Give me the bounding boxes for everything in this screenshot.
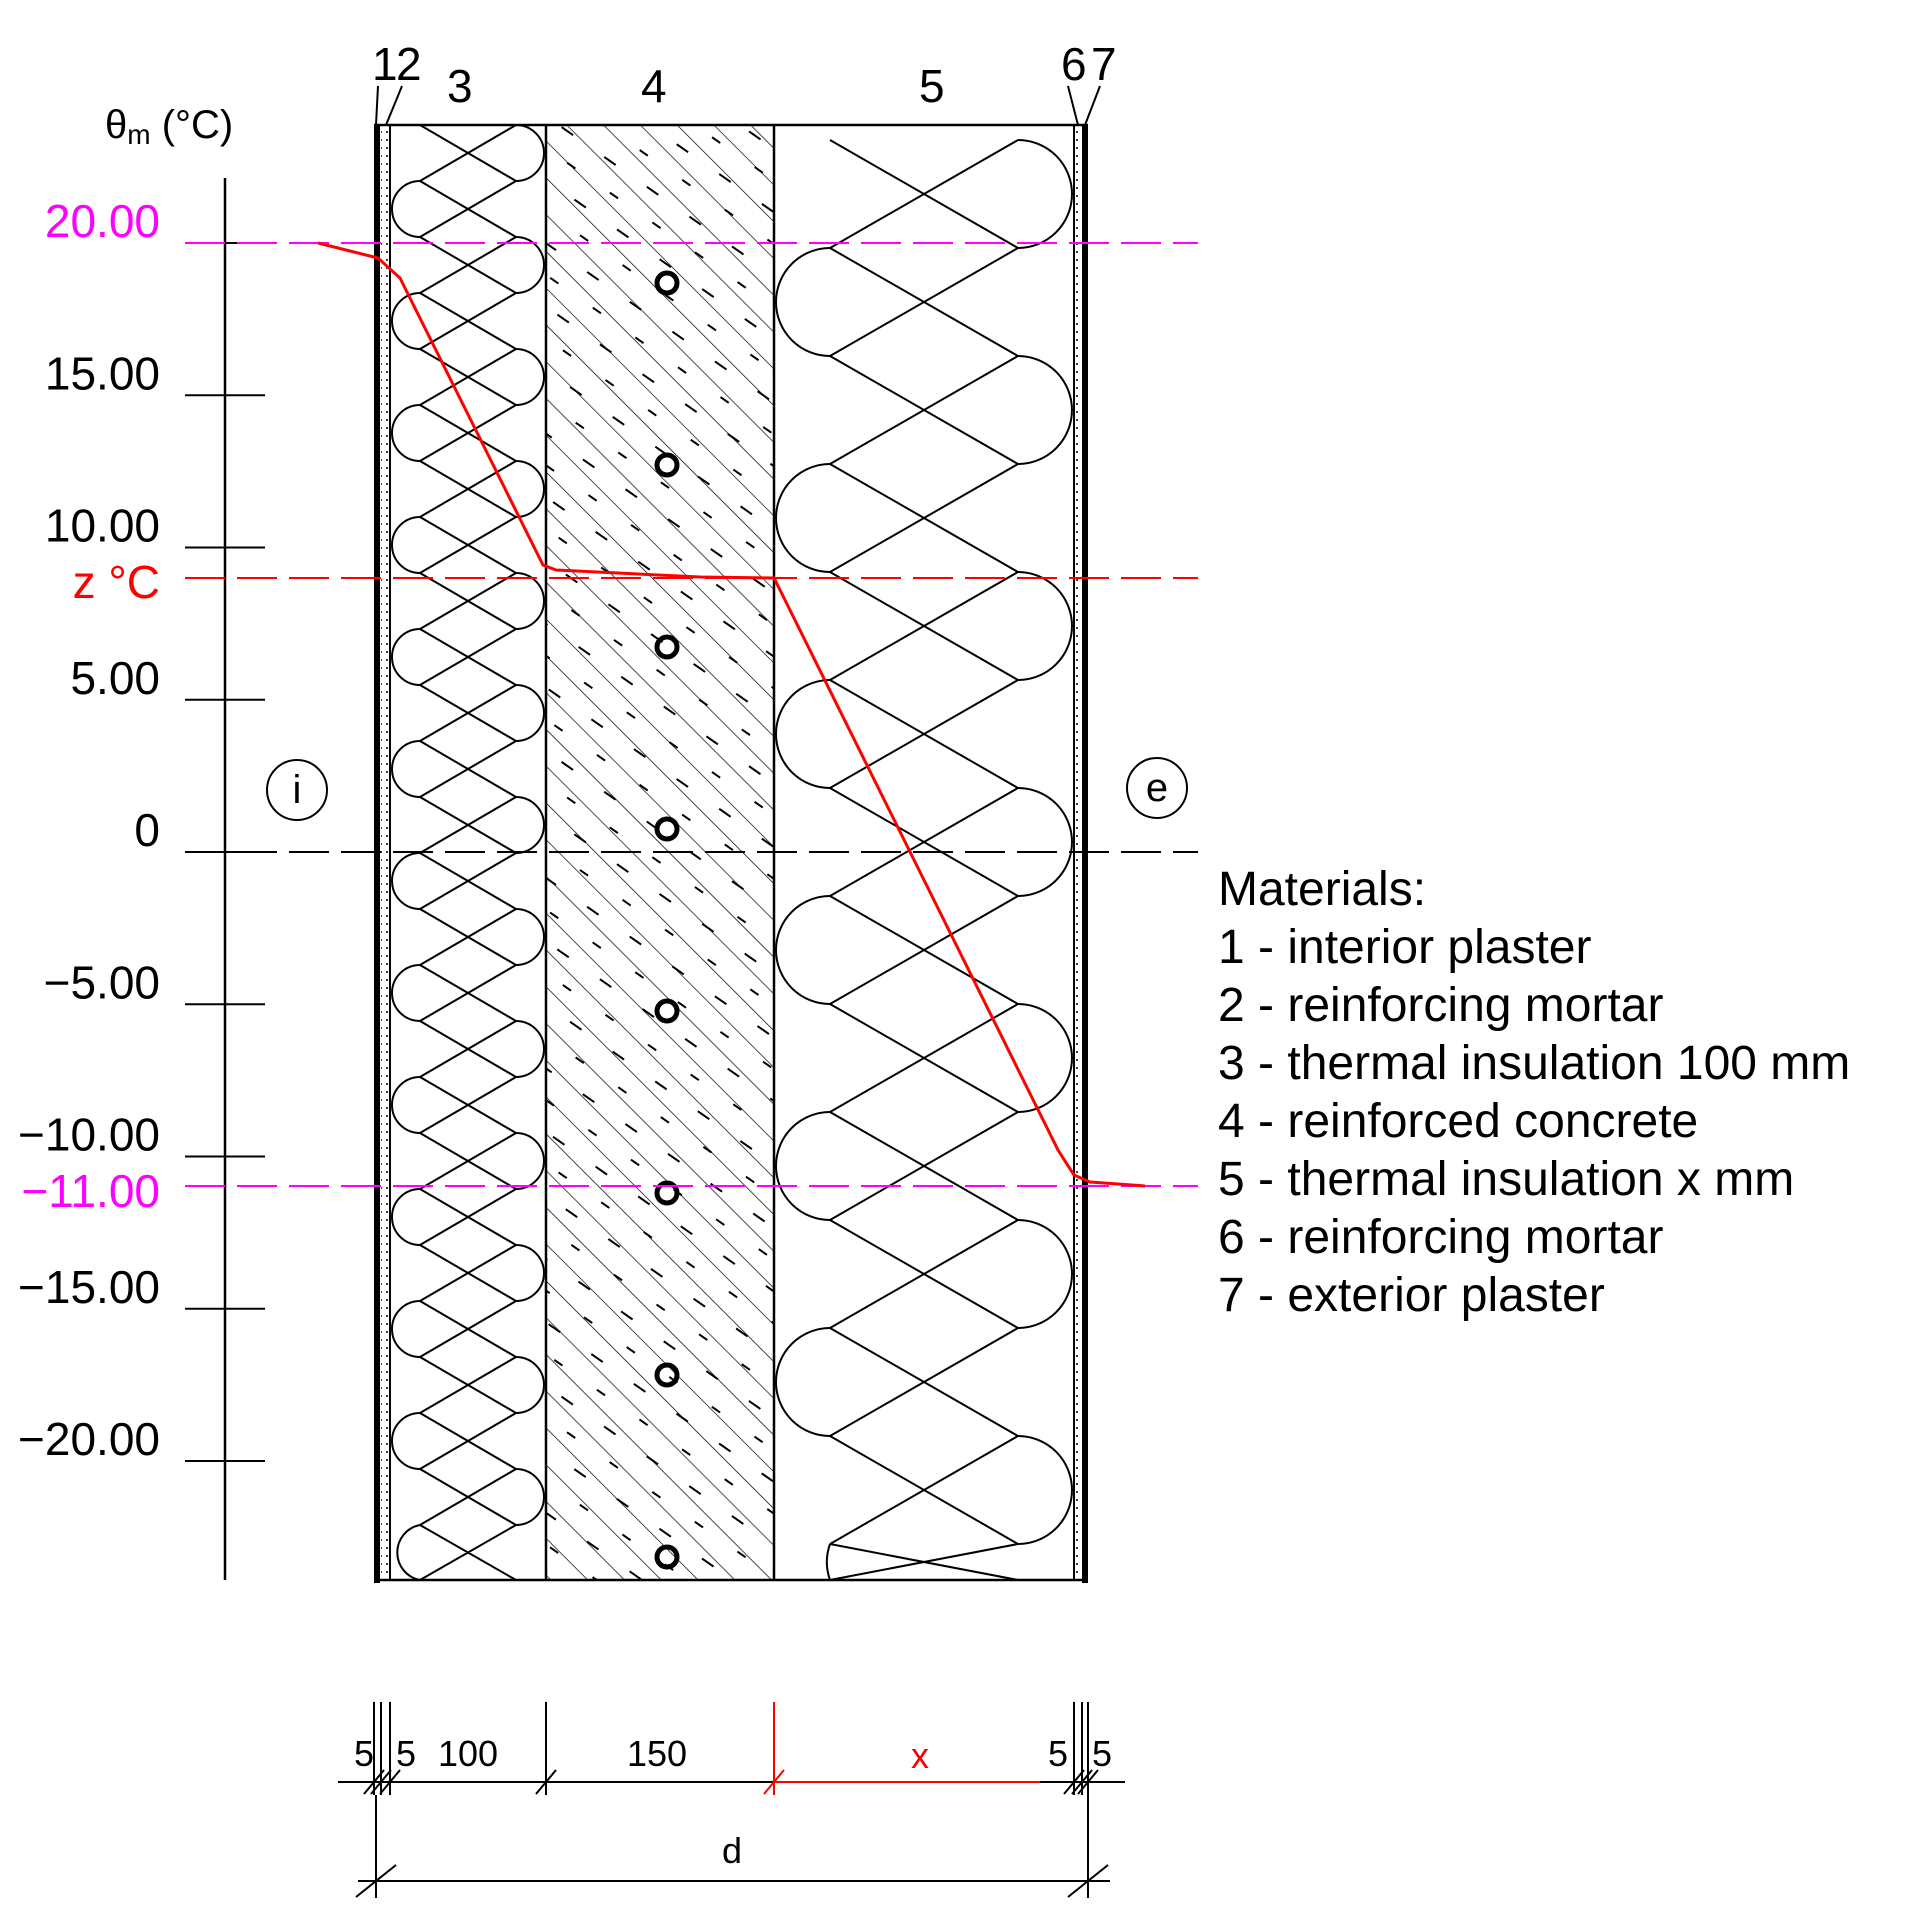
insulation-diagonals [829, 139, 1019, 1581]
rebar [654, 998, 680, 1024]
dim-tick [1071, 1769, 1093, 1795]
material-item: 2 - reinforcing mortar [1218, 979, 1663, 1032]
material-item: 3 - thermal insulation 100 mm [1218, 1037, 1850, 1090]
dim-label-layer-3: 100 [438, 1733, 498, 1774]
layer-5-insulation [775, 139, 1073, 1581]
rebar [654, 1180, 680, 1206]
material-item: 5 - thermal insulation x mm [1218, 1153, 1794, 1206]
layer-number-5: 5 [919, 60, 945, 112]
dim-label-layer-4: 150 [627, 1733, 687, 1774]
dim-label-layer-1: 5 [354, 1733, 374, 1774]
dim-label-layer-6: 5 [1048, 1733, 1068, 1774]
materials-legend: Materials: 1 - interior plaster 2 - rein… [1218, 863, 1850, 1322]
rebar [654, 270, 680, 296]
y-axis-tick-label: 15.00 [45, 347, 160, 399]
dim-tick [355, 1864, 397, 1898]
dim-label-layer-5: x [911, 1735, 929, 1776]
y-axis-ticks: 20.00 15.00 10.00 5.00 0 −5.00 −10.00 −15.00 −20… [18, 195, 265, 1465]
dim-tick [379, 1769, 401, 1795]
dim-tick [1063, 1769, 1085, 1795]
y-axis-tick-label: −10.00 [18, 1109, 160, 1161]
y-axis-tick-label: 5.00 [70, 652, 160, 704]
layer-1-interior-plaster [374, 125, 380, 1583]
dim-tick [370, 1769, 392, 1795]
interior-side-label: i [293, 768, 302, 812]
dim-label-total: d [722, 1830, 742, 1871]
temperature-profile-line [317, 241, 1146, 1188]
y-axis-label: θm (°C) [105, 103, 233, 150]
dim-tick [1067, 1864, 1109, 1898]
layer-3-insulation [391, 124, 545, 1581]
material-item: 6 - reinforcing mortar [1218, 1211, 1663, 1264]
rebar [654, 452, 680, 478]
dim-label-layer-2: 5 [396, 1733, 416, 1774]
y-axis-extra-label: z °C [73, 556, 160, 608]
dim-tick [535, 1769, 557, 1795]
leader-1 [375, 85, 379, 126]
layer-number-2: 2 [396, 38, 422, 90]
y-axis-tick-label: 20.00 [45, 195, 160, 247]
insulation-lobes [391, 124, 545, 1581]
y-axis-tick-label: −20.00 [18, 1413, 160, 1465]
dim-label-layer-7: 5 [1092, 1733, 1112, 1774]
layer-7-exterior-plaster [1082, 125, 1088, 1583]
exterior-side-circle [1126, 757, 1188, 819]
y-axis-subscript: m [127, 119, 150, 150]
layer-number-7: 7 [1091, 38, 1117, 90]
y-axis-tick-label: −5.00 [44, 956, 160, 1008]
layer-number-3: 3 [447, 60, 473, 112]
dim-tick [363, 1769, 385, 1795]
y-axis-symbol: θ [105, 103, 127, 147]
rebar [654, 816, 680, 842]
y-axis-tick-label: 10.00 [45, 500, 160, 552]
layer-number-1: 1 [372, 38, 398, 90]
layer-number-4: 4 [641, 60, 667, 112]
interior-side-circle [266, 759, 328, 821]
y-axis-unit: (°C) [151, 103, 234, 147]
rebar-group [654, 270, 680, 1570]
rebar [654, 1544, 680, 1570]
dimension-chain: 5 5 100 150 x 5 5 d [338, 1702, 1125, 1898]
materials-title: Materials: [1218, 863, 1426, 916]
rebar [654, 634, 680, 660]
material-item: 1 - interior plaster [1218, 921, 1591, 974]
y-axis-tick-label: 0 [134, 804, 160, 856]
y-axis-tick-label: −15.00 [18, 1261, 160, 1313]
material-item: 7 - exterior plaster [1218, 1269, 1605, 1322]
rebar [654, 1362, 680, 1388]
leader-2 [385, 85, 403, 126]
leader-7 [1084, 85, 1101, 126]
insulation-diagonals [419, 124, 517, 1581]
layer-2-reinforcing-mortar [381, 125, 390, 1580]
exterior-side-label: e [1146, 766, 1168, 810]
material-item: 4 - reinforced concrete [1218, 1095, 1698, 1148]
leader-6 [1067, 85, 1079, 126]
y-axis-extra-label: −11.00 [21, 1165, 160, 1217]
dim-tick [763, 1769, 785, 1795]
insulation-lobes [775, 139, 1073, 1581]
layer-number-6: 6 [1061, 38, 1087, 90]
dim-tick [1077, 1769, 1099, 1795]
